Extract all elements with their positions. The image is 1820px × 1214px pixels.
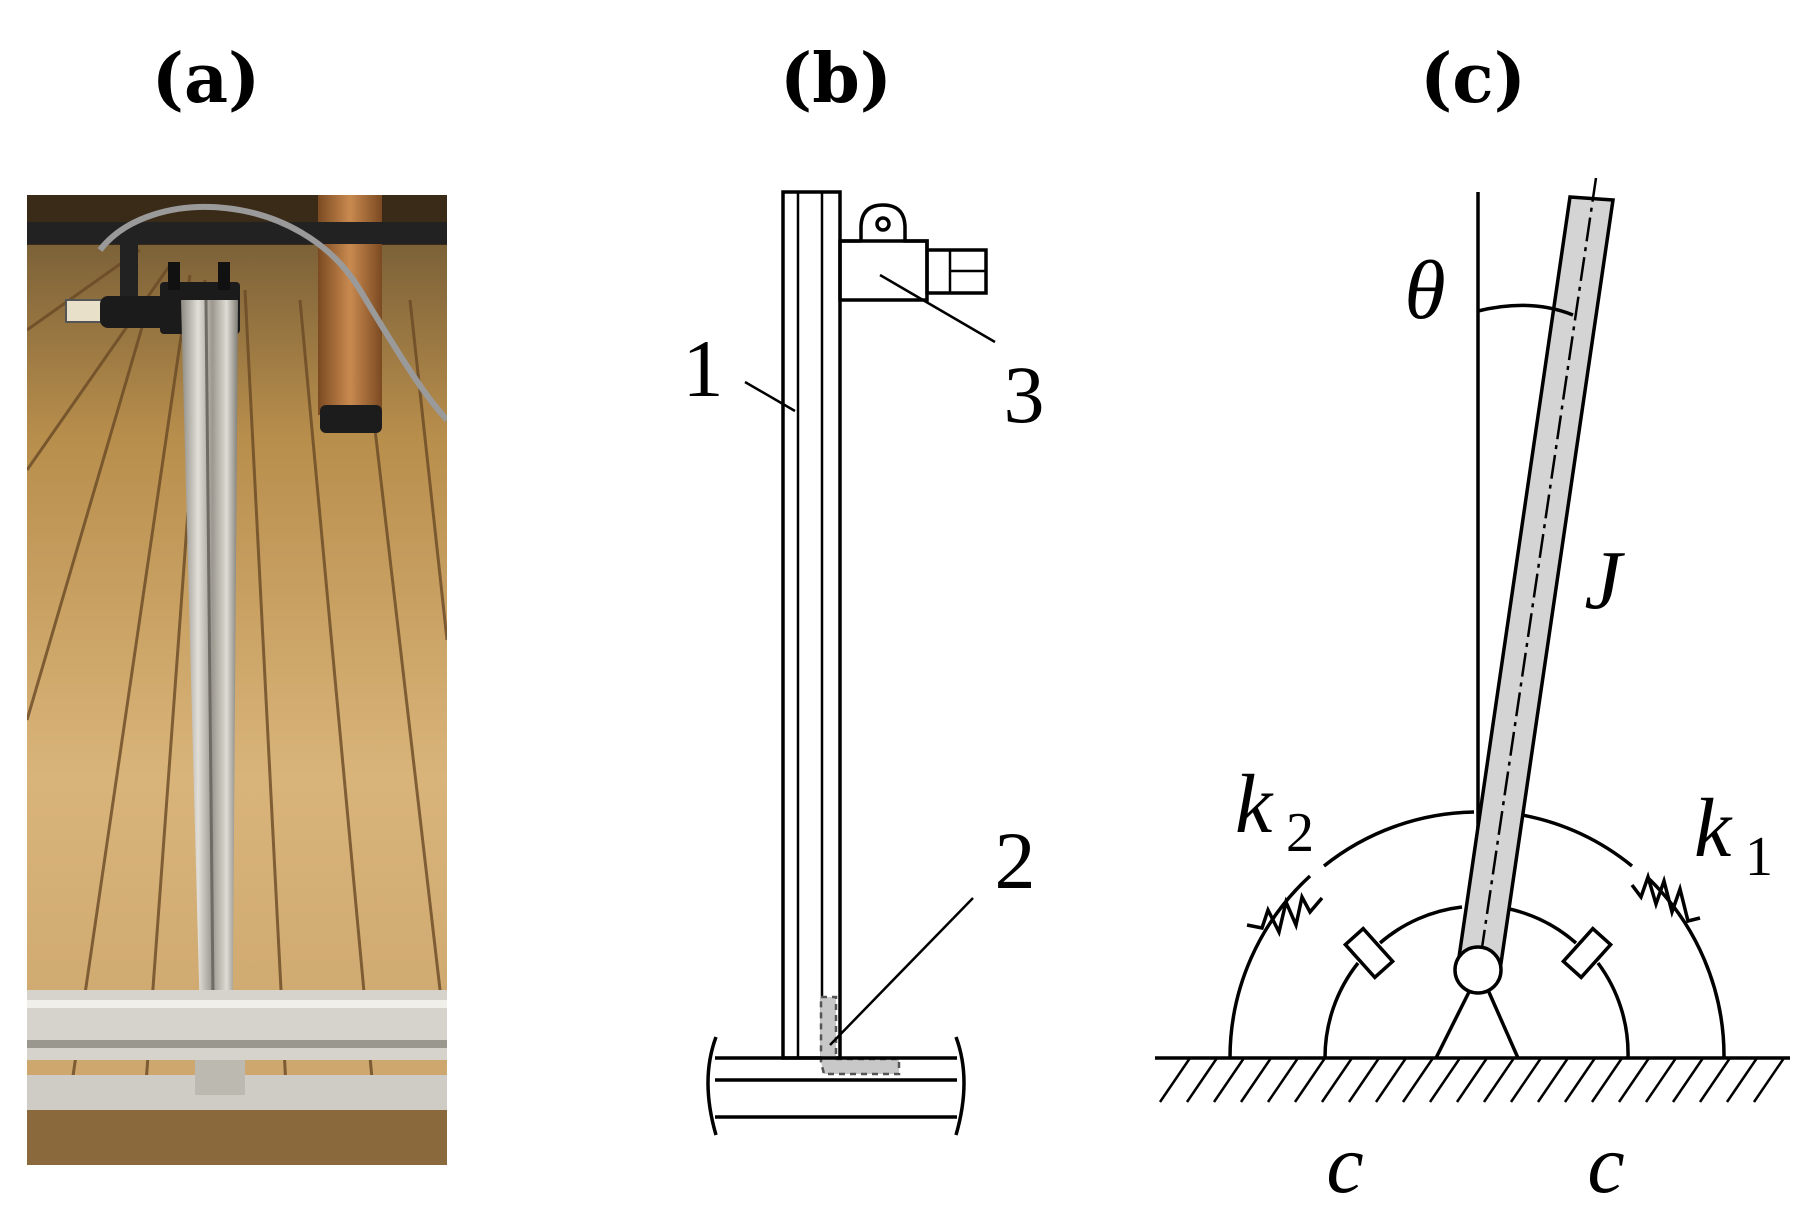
ground-hatch-line: [1320, 1057, 1354, 1103]
panel-b: (b): [683, 39, 1045, 1136]
ground-hatch-line: [1725, 1057, 1759, 1103]
spring-k1: [1630, 871, 1701, 924]
angle-theta-label: θ: [1404, 244, 1445, 337]
ground-hatch-line: [1374, 1057, 1408, 1103]
svg-text:2: 2: [1286, 802, 1314, 864]
ground-hatch-line: [1752, 1057, 1786, 1103]
spring-k2-label: k 2: [1235, 758, 1314, 864]
ground-hatch-line: [1698, 1057, 1732, 1103]
damper-c-left-label: c: [1326, 1118, 1363, 1211]
pivot-support: [1434, 989, 1520, 1059]
part-label-2: 2: [995, 815, 1036, 906]
inertia-J-label: J: [1584, 534, 1625, 627]
pivot-joint: [1453, 945, 1503, 995]
ground-hatch-line: [1185, 1057, 1219, 1103]
leader-3: [879, 273, 996, 344]
damper-left: [1342, 926, 1396, 980]
svg-text:1: 1: [1745, 826, 1773, 888]
leader-2: [829, 897, 974, 1046]
ground-hatch-line: [1455, 1057, 1489, 1103]
ground-hatch-line: [1590, 1057, 1624, 1103]
spring-k1-label: k 1: [1694, 782, 1773, 888]
leader-1: [744, 380, 796, 413]
damper-right: [1560, 926, 1614, 980]
svg-text:k: k: [1235, 758, 1274, 851]
panel-a: (a): [27, 39, 447, 1165]
ground-hatch-line: [1266, 1057, 1300, 1103]
ground-hatch-line: [1509, 1057, 1543, 1103]
panel-a-label: (a): [152, 39, 260, 119]
ground: [1155, 1056, 1790, 1103]
part-label-3: 3: [1004, 349, 1045, 440]
ground-hatch-line: [1482, 1057, 1516, 1103]
panel-b-label: (b): [780, 39, 892, 119]
ground-hatch-line: [1401, 1057, 1435, 1103]
spring-k2: [1246, 891, 1324, 938]
panel-c: (c): [1155, 39, 1790, 1211]
ground-hatch-line: [1239, 1057, 1273, 1103]
vertical-beam: [781, 190, 842, 1060]
photo-experimental-setup: [27, 195, 447, 1165]
ground-hatch-line: [1536, 1057, 1570, 1103]
ground-hatch-line: [1563, 1057, 1597, 1103]
angle-arc: [1477, 303, 1574, 317]
ground-hatch-line: [1617, 1057, 1651, 1103]
ground-hatch-line: [1212, 1057, 1246, 1103]
ground-hatch-line: [1428, 1057, 1462, 1103]
panel-c-label: (c): [1420, 39, 1526, 119]
base-rail: [706, 1036, 966, 1136]
glue-joint: [819, 995, 901, 1076]
part-label-1: 1: [683, 323, 724, 414]
ground-hatch-line: [1293, 1057, 1327, 1103]
ground-hatch-line: [1644, 1057, 1678, 1103]
beam-centerline: [1477, 177, 1598, 969]
outer-spring-arc: [1228, 810, 1726, 1059]
clamp-sensor: [838, 203, 988, 302]
svg-text:k: k: [1694, 782, 1733, 875]
damper-c-right-label: c: [1587, 1118, 1624, 1211]
ground-hatch-line: [1347, 1057, 1381, 1103]
ground-hatch-line: [1671, 1057, 1705, 1103]
ground-hatch-line: [1158, 1057, 1192, 1103]
